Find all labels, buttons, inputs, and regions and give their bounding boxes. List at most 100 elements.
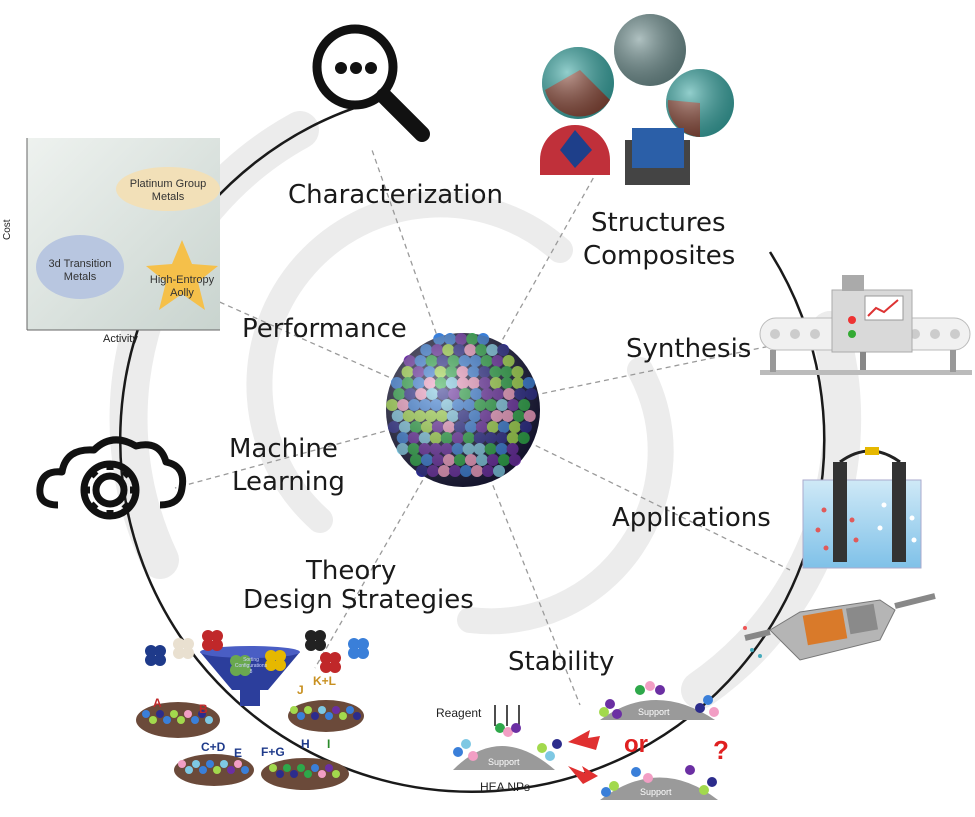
- slab-atom: [178, 760, 186, 768]
- slab-atom: [318, 706, 326, 714]
- stability-atom: [709, 707, 719, 717]
- slab-atom: [142, 710, 150, 718]
- cluster-atom: [320, 661, 332, 673]
- cluster-atom: [202, 630, 214, 642]
- letter-b: B: [199, 702, 208, 716]
- cluster-atom: [145, 645, 157, 657]
- cluster-atom: [314, 630, 326, 642]
- slab-atom: [269, 764, 277, 772]
- cluster-atom: [357, 647, 369, 659]
- support-label-top: Support: [638, 707, 670, 717]
- letter-e: E: [234, 746, 243, 760]
- topic-characterization: Characterization: [288, 180, 503, 210]
- cluster-atom: [314, 639, 326, 651]
- stability-atom: [468, 751, 478, 761]
- slab-atom: [234, 760, 242, 768]
- hea-label-line1: High-Entropy: [149, 274, 215, 286]
- pgm-label-line1: Platinum Group: [129, 178, 207, 190]
- stability-atom: [631, 767, 641, 777]
- slab-atom: [184, 710, 192, 718]
- topic-synthesis: Synthesis: [626, 334, 752, 364]
- slab-atom: [283, 764, 291, 772]
- stability-atom: [552, 739, 562, 749]
- stability-atom: [685, 765, 695, 775]
- tm-label-line1: 3d Transition: [48, 258, 112, 270]
- slab-atom: [192, 760, 200, 768]
- hea-star-label: High-Entropy Aolly: [140, 274, 224, 300]
- topic-performance: Performance: [242, 314, 407, 344]
- topic-composites: Composites: [583, 241, 736, 271]
- or-label: or: [624, 731, 648, 758]
- stability-atom: [599, 707, 609, 717]
- topic-design-strategies: Design Strategies: [243, 585, 474, 615]
- slab-atom: [353, 712, 361, 720]
- topic-structures: Structures: [591, 208, 726, 238]
- letter-f-g: F+G: [261, 745, 285, 759]
- support-label-main: Support: [488, 757, 520, 767]
- cluster-atom: [305, 630, 317, 642]
- cluster-atom: [320, 652, 332, 664]
- slab-atom: [290, 770, 298, 778]
- stability-atom: [495, 723, 505, 733]
- topic-theory: Theory: [306, 556, 397, 586]
- slab-atom: [205, 716, 213, 724]
- support-mound-top: [600, 700, 715, 720]
- cluster-atom: [182, 638, 194, 650]
- stability-atom: [601, 787, 611, 797]
- slab-atom: [198, 710, 206, 718]
- slab-atom: [297, 764, 305, 772]
- stability-atom: [511, 723, 521, 733]
- inset-y-axis-label: Cost: [2, 219, 13, 240]
- slab-atom: [213, 766, 221, 774]
- support-mound-bottom: [600, 777, 718, 800]
- cluster-atom: [357, 638, 369, 650]
- stability-particles: [453, 681, 719, 797]
- stability-atom: [707, 777, 717, 787]
- tm-label-line2: Metals: [63, 271, 97, 283]
- slab-atom: [199, 766, 207, 774]
- stability-atom: [503, 727, 513, 737]
- slab-atom: [325, 712, 333, 720]
- hea-label-line2: Aolly: [170, 287, 194, 299]
- stability-atom: [703, 695, 713, 705]
- funnel-text-3: 8: [249, 669, 253, 675]
- stability-atom: [655, 685, 665, 695]
- support-mound: [453, 746, 555, 770]
- cluster-atom: [274, 659, 286, 671]
- letter-c-d: C+D: [201, 740, 226, 754]
- cluster-atom: [145, 654, 157, 666]
- slab-atom: [311, 712, 319, 720]
- cluster-atom: [182, 647, 194, 659]
- cluster-atom: [154, 654, 166, 666]
- stability-panel: [453, 700, 718, 800]
- magnifier-icon: [312, 24, 430, 142]
- slab-atom: [325, 764, 333, 772]
- slab-atom: [339, 712, 347, 720]
- theory-clusters: [142, 630, 369, 778]
- slab-atom: [290, 706, 298, 714]
- cluster-atom: [230, 655, 242, 667]
- slab-atom: [206, 760, 214, 768]
- slab-atom: [311, 764, 319, 772]
- stability-atom: [537, 743, 547, 753]
- slab-atom: [170, 710, 178, 718]
- stability-atom: [695, 703, 705, 713]
- letter-a: A: [153, 696, 162, 710]
- stability-atom: [635, 685, 645, 695]
- hea-particle: [386, 333, 540, 487]
- cluster-atom: [329, 652, 341, 664]
- topic-machine: Machine: [229, 434, 338, 464]
- slab-atom: [227, 766, 235, 774]
- hea-star: [146, 240, 218, 310]
- slab-atom: [241, 766, 249, 774]
- topic-stability: Stability: [508, 647, 615, 677]
- slab-atom: [191, 716, 199, 724]
- slab-atom: [332, 770, 340, 778]
- inset-x-axis-label: Activity: [103, 333, 138, 345]
- cluster-atom: [211, 630, 223, 642]
- slab-atom: [276, 770, 284, 778]
- slab-atom: [177, 716, 185, 724]
- pgm-label: Platinum Group Metals: [122, 178, 214, 204]
- slab-atom: [304, 770, 312, 778]
- cluster-atom: [211, 639, 223, 651]
